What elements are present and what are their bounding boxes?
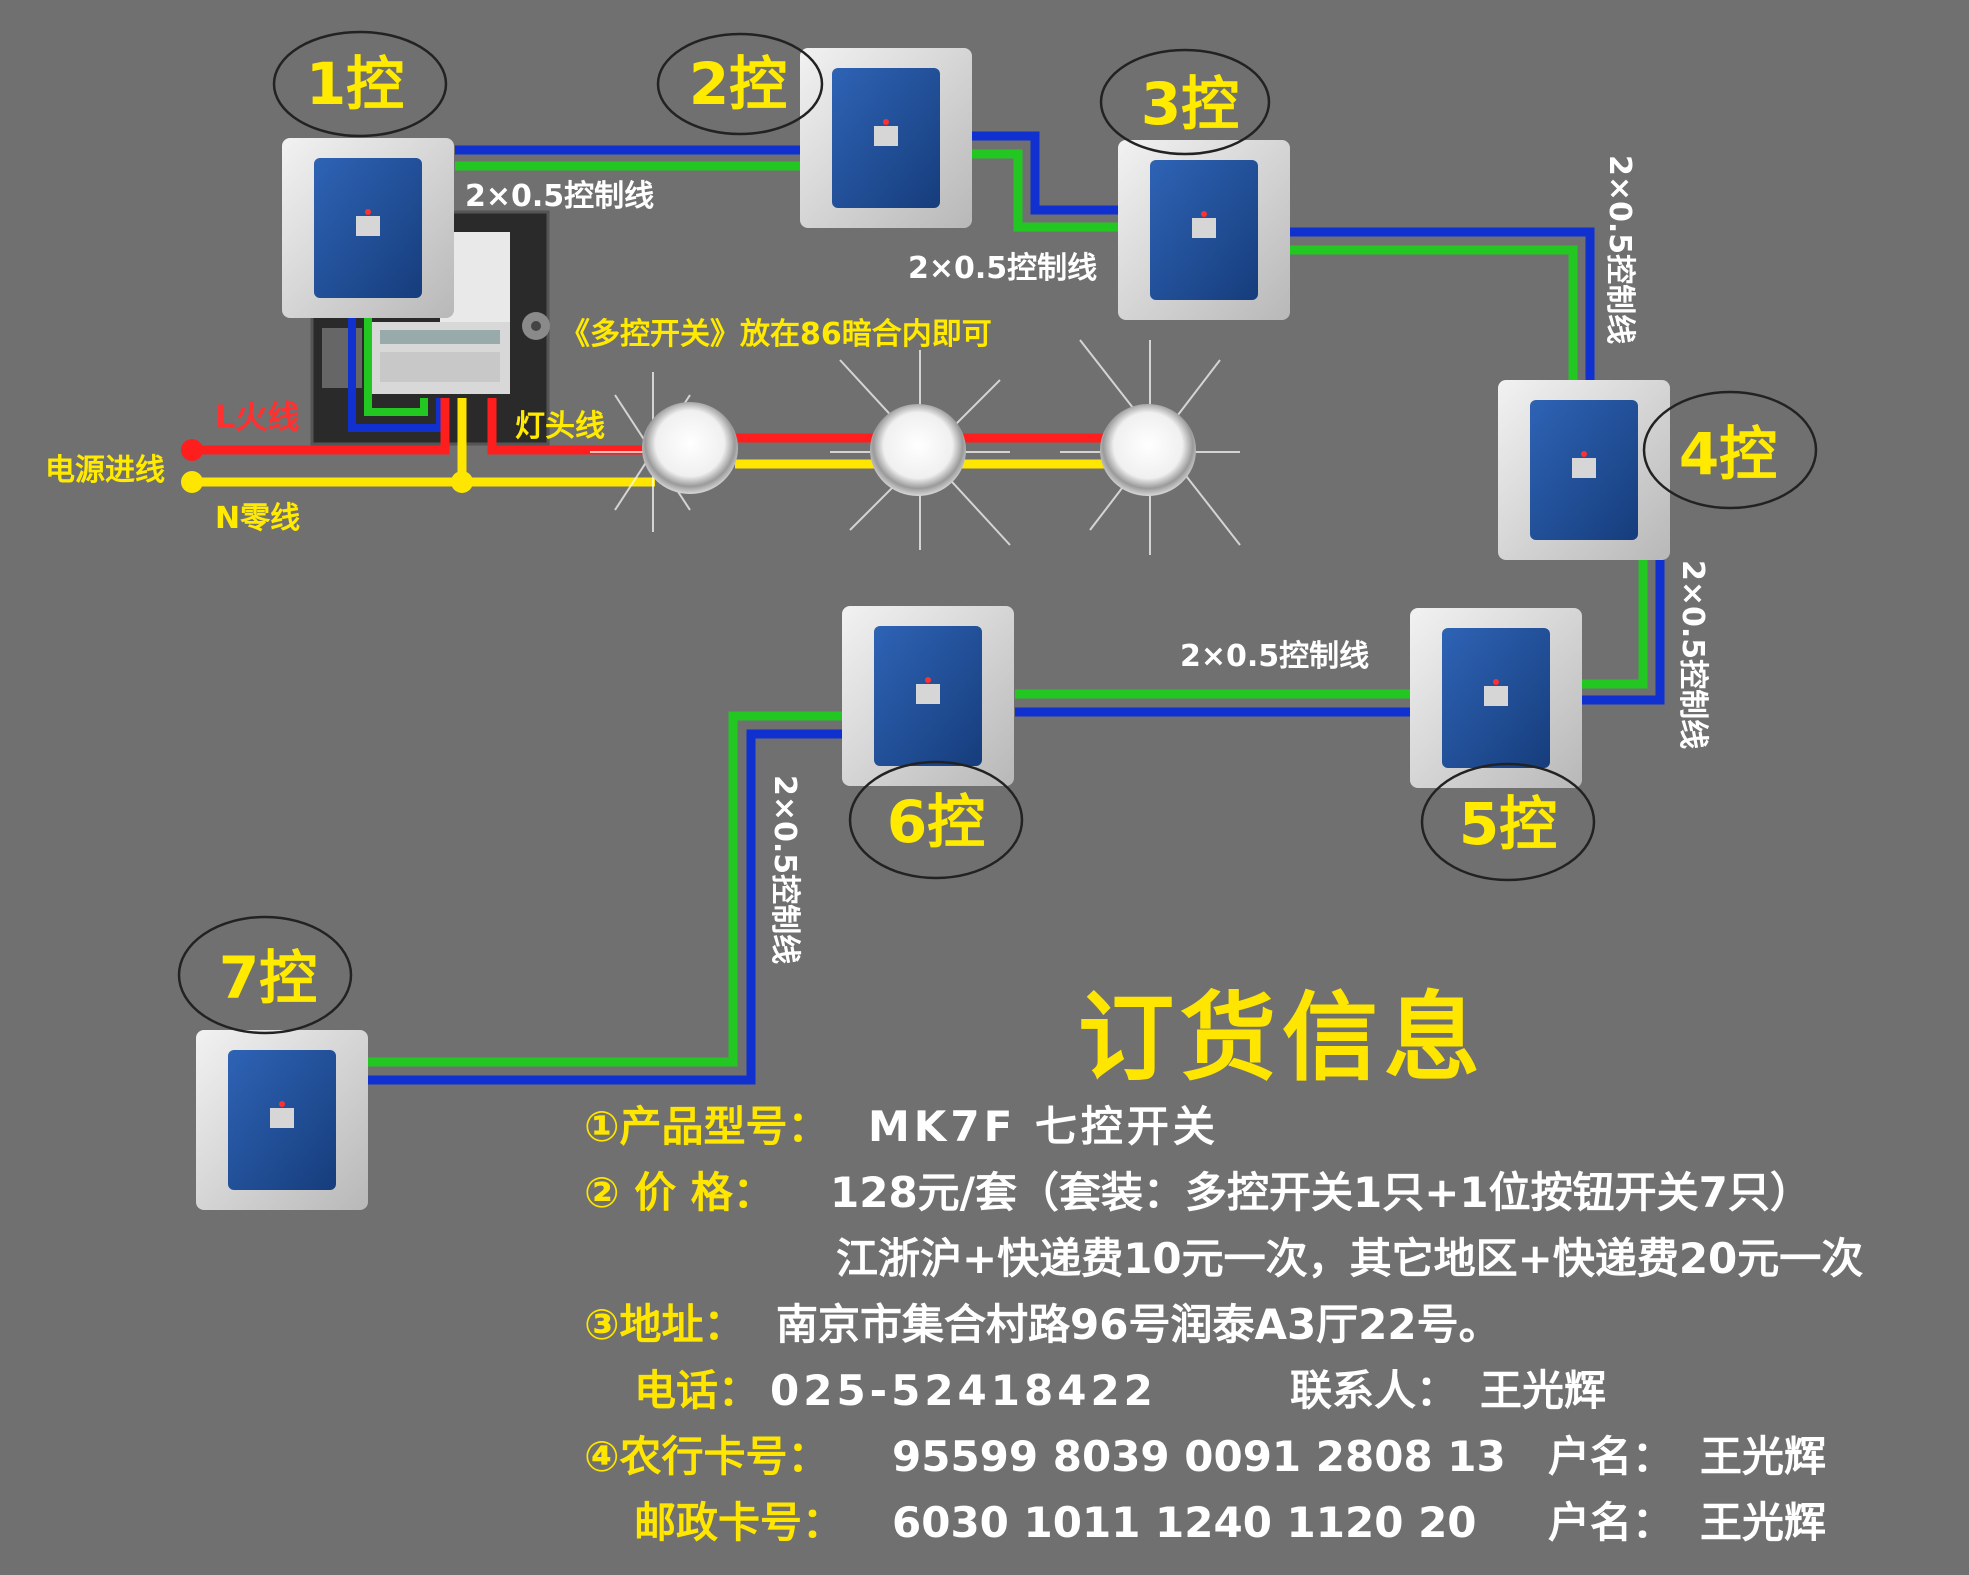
control-2-ellipse [656,32,824,136]
control-wire-label-6-7: 2×0.5控制线 [767,775,802,964]
switch-3[interactable] [1118,140,1290,320]
control-wire-label-5-6: 2×0.5控制线 [1180,639,1369,674]
switch-1[interactable] [282,138,454,318]
control-1-ellipse [272,30,448,138]
control-4-label: 4控 [1679,420,1777,488]
lamp-wire-label: 灯头线 [515,409,605,444]
control-5-ellipse [1420,762,1596,882]
control-2-label: 2控 [689,50,787,118]
switch-5[interactable] [1410,608,1582,788]
live-terminal-dot [181,439,203,461]
neutral-junction-dot [451,471,473,493]
control-5-label: 5控 [1459,790,1557,858]
lamp-2 [830,350,1011,550]
module-hint-label: 《多控开关》放在86暗合内即可 [560,317,992,352]
control-6-ellipse [848,760,1024,880]
control-3-ellipse [1099,48,1271,156]
switch-7[interactable] [196,1030,368,1210]
live-wire-label: L火线 [215,398,299,436]
power-wires [192,398,1105,487]
power-in-label: 电源进线 [45,453,165,488]
module-wires [348,300,444,432]
control-7-ellipse [177,915,353,1035]
lamp-3 [1060,339,1241,555]
control-6-label: 6控 [887,788,985,856]
switch-2[interactable] [800,48,972,228]
lamp-1 [590,372,738,532]
control-wire-label-3-4: 2×0.5控制线 [1602,155,1637,344]
neutral-wire-label: N零线 [215,501,300,536]
control-wire-label-1-2: 2×0.5控制线 [465,179,654,214]
control-wire-label-4-5: 2×0.5控制线 [1675,560,1710,749]
control-4-ellipse [1642,390,1818,510]
switch-4[interactable] [1498,380,1670,560]
control-wires [365,131,1665,1085]
control-3-label: 3控 [1141,70,1239,138]
control-1-label: 1控 [306,50,404,118]
control-7-label: 7控 [219,944,317,1012]
control-wire-label-2-3: 2×0.5控制线 [908,251,1097,286]
neutral-terminal-dot [181,471,203,493]
switch-6[interactable] [842,606,1014,786]
